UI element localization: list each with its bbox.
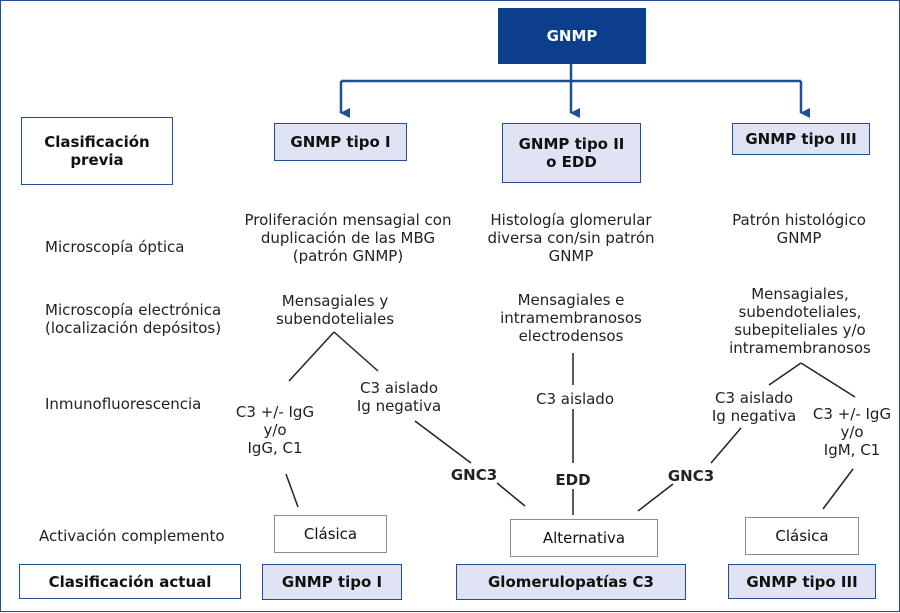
gnc3-label-right: GNC3 xyxy=(667,467,715,485)
type1-node: GNMP tipo I xyxy=(274,123,407,161)
complement-alternative: Alternativa xyxy=(510,519,658,557)
type1-optical-text: Proliferación mensagial con duplicación … xyxy=(244,211,452,265)
current-type3-node: GNMP tipo III xyxy=(728,564,876,599)
type3-optical-text: Patrón histológico GNMP xyxy=(732,211,866,247)
line-c3-electron-right xyxy=(800,362,856,398)
type1-electron-text: Mensagiales y subendoteliales xyxy=(275,292,395,328)
row-label-optical: Microscopía óptica xyxy=(45,238,185,256)
line-c3-electron-left xyxy=(768,362,802,386)
row-label-electron: Microscopía electrónica (localización de… xyxy=(45,301,222,337)
complement-classic-right: Clásica xyxy=(745,517,859,555)
current-type1-node: GNMP tipo I xyxy=(262,564,402,600)
edd-label: EDD xyxy=(555,471,591,489)
previous-classification-label: Clasificación previa xyxy=(21,117,173,185)
line-gnc3-right-to-alt xyxy=(637,483,674,512)
type3-node: GNMP tipo III xyxy=(732,123,870,155)
line-c1-left-to-classic xyxy=(285,473,299,508)
type1-immuno-right-text: C3 aislado Ig negativa xyxy=(356,379,442,415)
complement-classic-left: Clásica xyxy=(274,515,387,553)
type2-immuno-text: C3 aislado xyxy=(535,390,615,408)
line-c3-right-to-classic xyxy=(822,468,854,510)
type3-immuno-right-text: C3 +/- IgG y/o IgM, C1 xyxy=(812,405,892,459)
type3-immuno-left-text: C3 aislado Ig negativa xyxy=(711,389,797,425)
gnc3-label-left: GNC3 xyxy=(450,466,498,484)
current-c3-node: Glomerulopatías C3 xyxy=(456,564,686,600)
line-c1-electron-right xyxy=(333,331,379,372)
line-gnc3-left-to-alt xyxy=(496,482,526,507)
current-classification-label: Clasificación actual xyxy=(19,564,241,599)
type2-optical-text: Histología glomerular diversa con/sin pa… xyxy=(487,211,655,265)
type3-electron-text: Mensagiales, subendoteliales, subepiteli… xyxy=(729,285,871,357)
type1-immuno-left-text: C3 +/- IgG y/o IgG, C1 xyxy=(235,403,315,457)
root-node: GNMP xyxy=(498,8,646,64)
line-c1-right-to-gnc3 xyxy=(414,420,472,464)
line-c1-electron-left xyxy=(288,331,335,382)
row-label-immuno: Inmunofluorescencia xyxy=(45,395,202,413)
row-label-complement: Activación complemento xyxy=(39,527,225,545)
type2-electron-text: Mensagiales e intramembranosos electrode… xyxy=(500,291,642,345)
type2-node: GNMP tipo II o EDD xyxy=(502,123,641,183)
line-c3-left-to-gnc3 xyxy=(710,427,742,464)
